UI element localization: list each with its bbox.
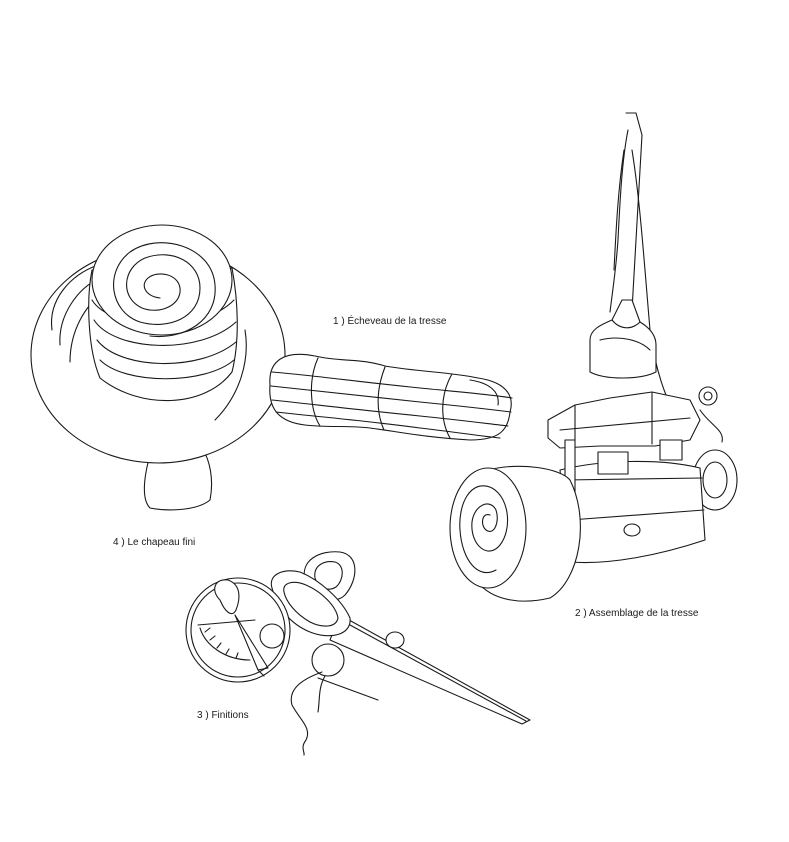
magnifier-circle [185, 577, 291, 683]
needle-thread-illustration [290, 643, 379, 756]
braid-skein-illustration [269, 353, 513, 441]
step2-label: 2 ) Assemblage de la tresse [575, 608, 699, 619]
hat-illustration [30, 224, 286, 511]
sewing-machine-illustration [449, 112, 738, 602]
finishing-tools-illustration [185, 551, 531, 756]
step4-label: 4 ) Le chapeau fini [113, 537, 196, 548]
scissors-illustration [329, 614, 531, 725]
step3-label: 3 ) Finitions [197, 710, 249, 721]
measuring-tape-illustration [199, 627, 251, 661]
step1-label: 1 ) Écheveau de la tresse [333, 316, 447, 327]
